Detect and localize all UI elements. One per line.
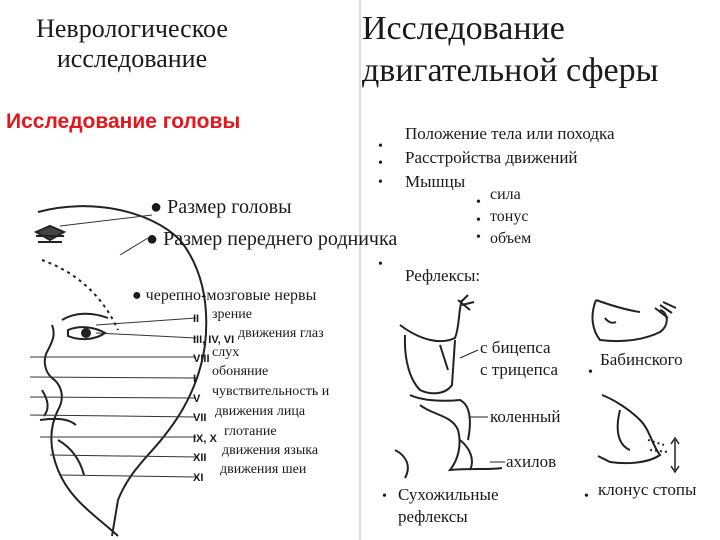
muscle-sub: тонус xyxy=(490,208,529,225)
triceps-label: с трицепса xyxy=(480,360,559,379)
bullet: • xyxy=(476,230,481,245)
bullet: • xyxy=(378,175,383,190)
muscle-sub: объем xyxy=(490,230,532,247)
right-title: Исследование двигательной сферы xyxy=(362,10,659,89)
nerve-roman: VIII xyxy=(193,353,210,365)
clonus-label: клонус стопы xyxy=(598,480,697,499)
motor-item: Мышцы xyxy=(405,172,466,191)
bullet: • xyxy=(476,213,481,228)
bullet: • xyxy=(382,489,387,504)
bullet: • xyxy=(378,139,383,154)
nerve-roman: IX, X xyxy=(193,433,217,445)
nerve-function: слух xyxy=(212,345,240,360)
knee-label: коленный xyxy=(490,407,561,426)
nerve-function: глотание xyxy=(224,424,277,439)
nerve-roman: III, IV, VI xyxy=(193,334,235,346)
head-profile-drawing xyxy=(37,205,208,537)
fontanel-mark xyxy=(33,224,67,243)
motor-item: Положение тела или походка xyxy=(405,124,615,143)
nerve-function: чувствительность и xyxy=(212,384,330,399)
bullet: • xyxy=(584,489,589,504)
leg-drawing xyxy=(394,394,505,479)
biceps-label: с бицепса xyxy=(480,338,551,357)
foot-clonus-drawing xyxy=(597,394,680,474)
nerve-roman: VII xyxy=(193,412,207,424)
left-subtitle: Исследование головы xyxy=(6,110,241,133)
fontanel-label: ● Размер переднего родничка xyxy=(146,228,398,250)
cranial-nerves-label: ● черепно-мозговые нервы xyxy=(132,287,317,304)
bullet: • xyxy=(378,156,383,171)
pointer-lines xyxy=(29,214,197,478)
nerve-roman: V xyxy=(193,393,201,405)
nerve-roman: II xyxy=(193,313,200,325)
reflexes-label: Рефлексы: xyxy=(405,266,481,285)
motor-item: Расстройства движений xyxy=(405,148,578,167)
nerve-function: движения языка xyxy=(222,443,319,458)
nerve-function: зрение xyxy=(212,307,252,322)
nerve-roman: XII xyxy=(193,452,207,464)
left-title: Неврологическое исследование xyxy=(36,14,228,73)
achilles-label: ахилов xyxy=(506,452,557,471)
arm-drawing xyxy=(399,294,479,395)
nerve-roman: XI xyxy=(193,472,204,484)
bullet: • xyxy=(378,257,383,272)
foot-babinski-drawing xyxy=(591,299,677,342)
nerve-function: движения лица xyxy=(215,404,306,419)
babinski-label: Бабинского xyxy=(600,350,683,369)
muscle-sub: сила xyxy=(490,186,521,203)
nerve-function: обоняние xyxy=(212,364,269,379)
bullet: • xyxy=(588,365,593,380)
bullet: • xyxy=(476,195,481,210)
nerve-function: движения глаз xyxy=(238,326,324,341)
head-size-label: ● Размер головы xyxy=(150,196,292,218)
nerve-function: движения шеи xyxy=(220,462,307,477)
tendon-reflexes-label: Сухожильные рефлексы xyxy=(398,485,499,526)
nerve-roman: I xyxy=(193,373,197,385)
